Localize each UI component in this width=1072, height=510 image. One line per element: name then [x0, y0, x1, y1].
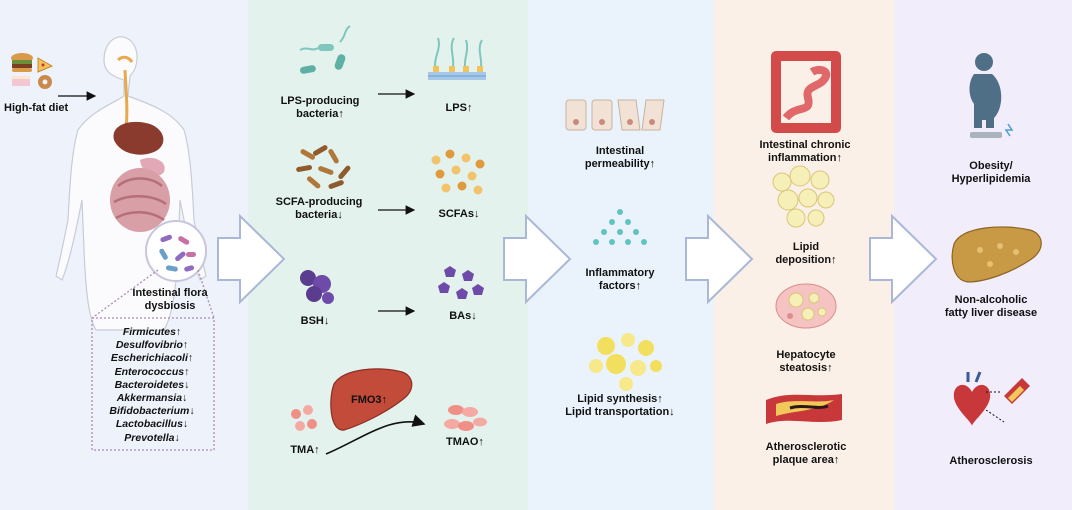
permeability-label-line2: permeability↑	[584, 158, 656, 170]
hepatocyte-steatosis-icon	[775, 283, 837, 329]
microbe-item: Bifidobacterium↓	[109, 405, 195, 418]
inflamed-intestine-icon	[771, 51, 841, 133]
microbe-item: Firmicutes↑	[122, 326, 182, 338]
flow-arrow-3	[685, 213, 754, 305]
lipid-droplets-icon	[589, 333, 662, 391]
inflammatory-factors-icon	[593, 209, 647, 245]
microbe-item: Escherichiacoli↑	[110, 352, 194, 365]
liver-fmo3-icon	[330, 368, 413, 431]
fatty-liver-icon	[951, 226, 1042, 283]
dotted-zoom-box	[91, 269, 215, 451]
tma-tmao-arrow	[325, 414, 426, 455]
lipid-deposition-icon	[772, 165, 835, 228]
steatosis-label-line2: steatosis↑	[779, 362, 833, 374]
microbe-item: Lactobacillus↓	[115, 418, 189, 431]
plaque-label-line2: plaque area↑	[772, 454, 840, 466]
chronic-inflammation-label-line1: Intestinal chronic	[759, 139, 851, 151]
atherosclerosis-label: Atherosclerosis	[949, 455, 1033, 467]
inflammatory-label-line2: factors↑	[598, 280, 642, 292]
bas-label: BAs↓	[449, 310, 477, 322]
high-fat-food-icon	[11, 53, 54, 89]
intestinal-epithelium-icon	[565, 99, 665, 131]
flow-arrow-1	[217, 213, 286, 305]
tmao-label: TMAO↑	[446, 436, 484, 448]
dysbiosis-label-line2: dysbiosis	[144, 300, 196, 312]
heart-artery-icon	[953, 371, 1030, 426]
bsh-enzyme-icon	[300, 270, 334, 304]
inflammatory-label-line1: Inflammatory	[585, 267, 655, 279]
tmao-molecules-icon	[444, 405, 487, 431]
lps-membrane-icon	[428, 37, 486, 80]
chronic-inflammation-label-line2: inflammation↑	[768, 152, 842, 164]
steatosis-label-line1: Hepatocyte	[776, 349, 836, 361]
high-fat-diet-label: High-fat diet	[4, 102, 69, 114]
nafld-label-line1: Non-alcoholic	[954, 294, 1028, 306]
lipid-label-line2: Lipid transportation↓	[565, 406, 675, 418]
microbe-item: Prevotella↓	[124, 431, 180, 444]
microbe-item: Desulfovibrio↑	[115, 339, 189, 352]
flow-arrow-4	[869, 213, 938, 305]
bile-acids-icon	[438, 266, 484, 299]
scfa-producer-label-line2: bacteria↓	[295, 209, 343, 221]
lps-bacteria-icon	[299, 25, 351, 74]
microbe-item: Bacteroidetes↓	[114, 378, 190, 391]
dysbiosis-label-line1: Intestinal flora	[132, 287, 208, 299]
plaque-label-line1: Atherosclerotic	[765, 441, 847, 453]
scfa-bacteria-icon	[296, 145, 351, 189]
bsh-label: BSH↓	[300, 315, 330, 327]
lps-producer-label-line1: LPS-producing	[280, 95, 360, 107]
microbe-item: Akkermansia↓	[116, 392, 188, 405]
bacteria-magnifier-icon	[145, 220, 207, 282]
scfa-molecules-icon	[431, 149, 485, 195]
lps-label: LPS↑	[445, 102, 473, 114]
fmo3-label: FMO3↑	[350, 394, 388, 406]
lps-producer-label-line2: bacteria↑	[296, 108, 344, 120]
nafld-label-line2: fatty liver disease	[944, 307, 1038, 319]
lipid-deposition-label-line1: Lipid	[792, 241, 820, 253]
lipid-deposition-label-line2: deposition↑	[775, 254, 837, 266]
obesity-label-line1: Obesity/	[969, 160, 1013, 172]
lipid-label-line1: Lipid synthesis↑	[577, 393, 663, 405]
tma-molecules-icon	[291, 405, 317, 431]
obesity-person-icon	[969, 53, 1014, 138]
permeability-label-line1: Intestinal	[595, 145, 645, 157]
artery-plaque-icon	[766, 394, 842, 424]
microbe-item: Enterococcus↑	[114, 365, 190, 378]
microbe-list: Firmicutes↑ Desulfovibrio↑ Escherichiaco…	[94, 326, 210, 445]
flow-arrow-2	[503, 213, 572, 305]
tma-label: TMA↑	[290, 444, 320, 456]
scfa-label: SCFAs↓	[438, 208, 480, 220]
obesity-label-line2: Hyperlipidemia	[951, 173, 1031, 185]
scfa-producer-label-line1: SCFA-producing	[275, 196, 363, 208]
